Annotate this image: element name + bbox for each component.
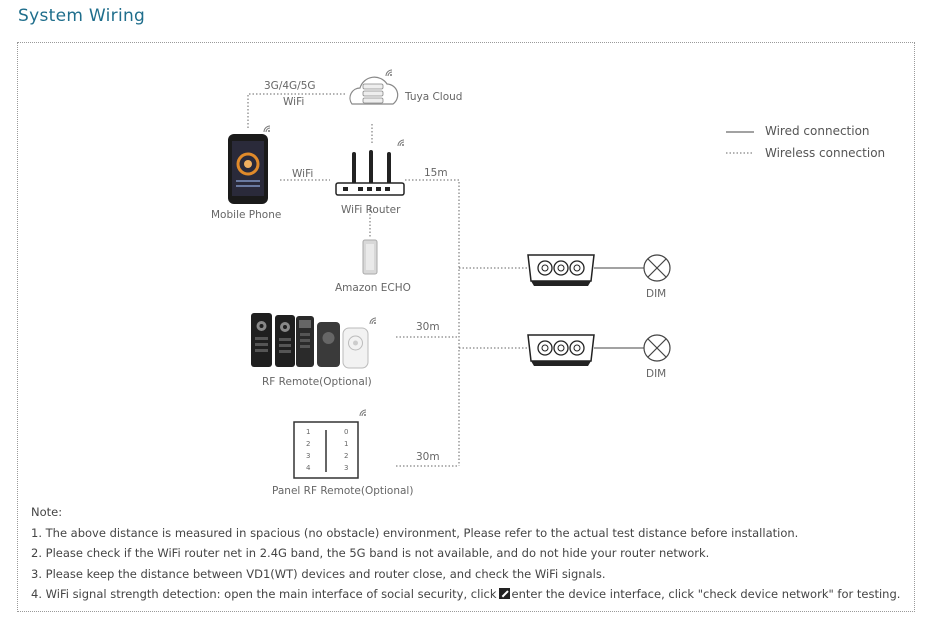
rf-remote-distance-label: 30m <box>416 321 440 333</box>
wired-connections <box>594 131 754 349</box>
note-item-1: 1. The above distance is measured in spa… <box>31 525 799 540</box>
note-item-2: 2. Please check if the WiFi router net i… <box>31 546 710 560</box>
rf-remote-label: RF Remote(Optional) <box>262 376 372 388</box>
amazon-echo-label: Amazon ECHO <box>335 282 411 294</box>
dimmer-2-icon <box>527 334 595 366</box>
dim-label-2: DIM <box>646 368 667 380</box>
router-to-bus-link <box>405 179 460 466</box>
dimmer-1-icon <box>527 254 595 286</box>
wifi-router-label: WiFi Router <box>341 204 401 216</box>
legend-wired-label: Wired connection <box>765 124 870 138</box>
rf-remote-icon <box>251 313 377 369</box>
amazon-echo-icon <box>362 239 378 275</box>
panel-remote-distance-label: 30m <box>416 451 440 463</box>
lamp-1-icon <box>643 254 671 282</box>
cloud-wifi-label: WiFi <box>283 96 305 108</box>
router-distance-label: 15m <box>424 167 448 179</box>
dim-label-1: DIM <box>646 288 667 300</box>
cloud-icon <box>349 69 399 105</box>
notes-section: Note: 1. The above distance is measured … <box>31 502 900 605</box>
legend-wireless-label: Wireless connection <box>765 146 886 160</box>
panel-remote-icon <box>293 409 367 479</box>
page-title: System Wiring <box>18 6 146 26</box>
note-item-3: 3. Please keep the distance between VD1(… <box>31 566 606 581</box>
wireless-connections <box>247 93 754 467</box>
note-item-4-end: enter the device interface, click "check… <box>511 587 901 601</box>
mobile-phone-label: Mobile Phone <box>211 209 282 221</box>
cloud-network-label: 3G/4G/5G <box>264 80 316 92</box>
diagram-frame <box>17 42 915 612</box>
edit-icon <box>498 588 510 599</box>
wifi-router-icon <box>335 139 405 196</box>
notes-heading: Note: <box>31 505 63 519</box>
mobile-phone-icon <box>228 125 271 204</box>
note-item-4: 4. WiFi signal strength detection: open … <box>31 584 900 605</box>
note-item-4-start: 4. WiFi signal strength detection: open … <box>31 587 497 601</box>
tuya-cloud-label: Tuya Cloud <box>405 91 463 103</box>
phone-wifi-label: WiFi <box>292 168 314 180</box>
panel-remote-label: Panel RF Remote(Optional) <box>272 485 414 497</box>
lamp-2-icon <box>643 334 671 362</box>
cloud-to-phone-link <box>247 93 346 128</box>
